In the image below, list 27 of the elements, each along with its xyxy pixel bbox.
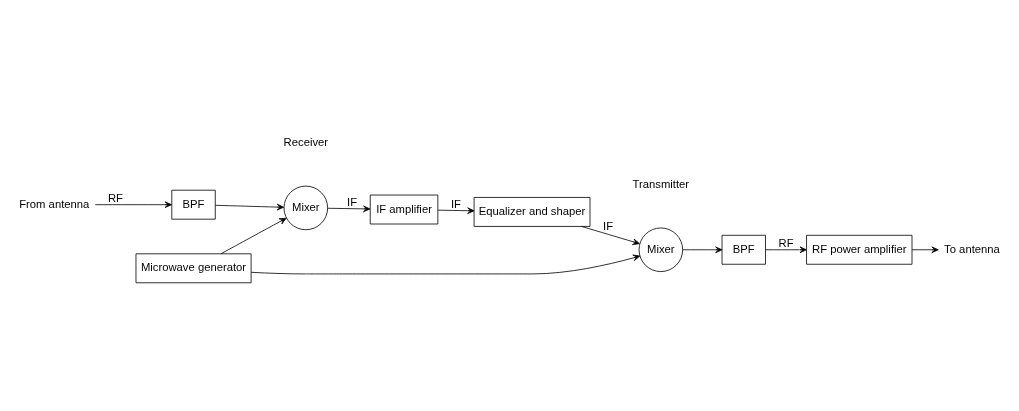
node-text: To antenna (944, 242, 1000, 255)
node-box: BPF (171, 189, 216, 220)
label: Transmitter (632, 177, 690, 190)
arrow (911, 246, 939, 254)
edge-label: RF (778, 236, 794, 249)
node-box: IF amplifier (369, 194, 439, 225)
node-circle: Mixer (638, 227, 684, 272)
arrow (327, 205, 371, 213)
edge-label: IF (450, 198, 461, 211)
node-box: Equalizer and shaper (473, 197, 591, 227)
arrow (215, 203, 285, 211)
node-circle: Mixer (283, 185, 329, 231)
arrow (94, 201, 172, 208)
node-box: BPF (721, 234, 766, 265)
arrow (220, 217, 287, 255)
edge-label: IF (603, 219, 614, 232)
node-text: From antenna (19, 197, 90, 210)
arrow (765, 246, 807, 254)
edge-label: IF (347, 195, 358, 208)
arrow (250, 254, 641, 275)
edge-label: RF (107, 191, 123, 204)
arrow (437, 207, 475, 215)
node-box: Microwave generator (135, 253, 252, 284)
label: Receiver (283, 135, 329, 148)
arrow (581, 226, 640, 245)
arrow (682, 246, 723, 254)
node-box: RF power amplifier (806, 234, 913, 265)
